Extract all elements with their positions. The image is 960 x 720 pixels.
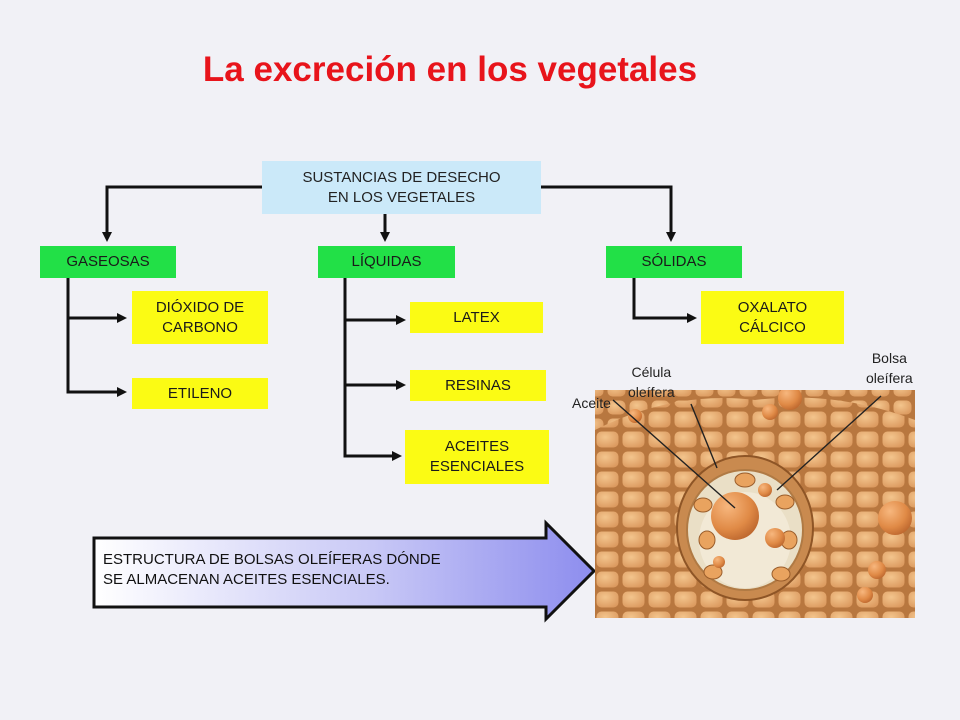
item-dioxido-carbono: DIÓXIDO DE CARBONO <box>132 291 268 344</box>
label-celula-oleifera: Célula oleífera <box>628 362 675 402</box>
category-solidas: SÓLIDAS <box>606 246 742 278</box>
root-line1: SUSTANCIAS DE DESECHO <box>302 168 501 186</box>
item-dioxido-line2: CARBONO <box>162 318 238 336</box>
item-aceites-line1: ACEITES <box>444 438 510 455</box>
label-celula-line2: oleífera <box>628 384 675 400</box>
item-oxalato-line2: CÁLCICO <box>739 318 806 336</box>
item-resinas: RESINAS <box>410 370 546 401</box>
connector-gaseosas-etileno <box>66 318 127 397</box>
connector-root-solidas <box>541 185 676 242</box>
item-etileno: ETILENO <box>132 378 268 409</box>
item-aceites-esenciales: ACEITES ESENCIALES <box>405 430 549 484</box>
item-aceites-line2: ESENCIALES <box>429 458 525 475</box>
page-title: La excreción en los vegetales <box>0 50 960 90</box>
connector-liquidas-aceites <box>343 385 402 461</box>
connector-liquidas-latex <box>343 278 406 325</box>
label-aceite: Aceite <box>572 395 611 411</box>
connector-root-gaseosas <box>102 185 262 242</box>
root-line2: EN LOS VEGETALES <box>327 188 476 206</box>
connector-gaseosas-dioxido <box>66 278 127 323</box>
label-bolsa-line1: Bolsa <box>871 350 907 366</box>
connector-liquidas-resinas <box>343 320 406 390</box>
callout-line1: ESTRUCTURA DE BOLSAS OLEÍFERAS DÓNDE <box>103 551 441 568</box>
page-title-text: La excreción en los vegetales <box>202 50 698 89</box>
oil-gland-illustration <box>595 390 915 618</box>
item-oxalato-line1: OXALATO <box>737 298 808 316</box>
label-bolsa-oleifera: Bolsa oleífera <box>866 348 913 388</box>
root-node: SUSTANCIAS DE DESECHO EN LOS VEGETALES <box>262 161 541 214</box>
category-liquidas: LÍQUIDAS <box>318 246 455 278</box>
label-celula-line1: Célula <box>631 364 672 380</box>
label-bolsa-line2: oleífera <box>866 370 913 386</box>
item-oxalato-calcico: OXALATO CÁLCICO <box>701 291 844 344</box>
item-dioxido-line1: DIÓXIDO DE <box>155 298 245 316</box>
connector-solidas-oxalato <box>632 278 697 323</box>
item-latex: LATEX <box>410 302 543 333</box>
callout-text: ESTRUCTURA DE BOLSAS OLEÍFERAS DÓNDE SE … <box>103 550 543 590</box>
callout-line2: SE ALMACENAN ACEITES ESENCIALES. <box>103 571 390 588</box>
category-gaseosas: GASEOSAS <box>40 246 176 278</box>
oil-gland-drawing <box>595 390 915 618</box>
